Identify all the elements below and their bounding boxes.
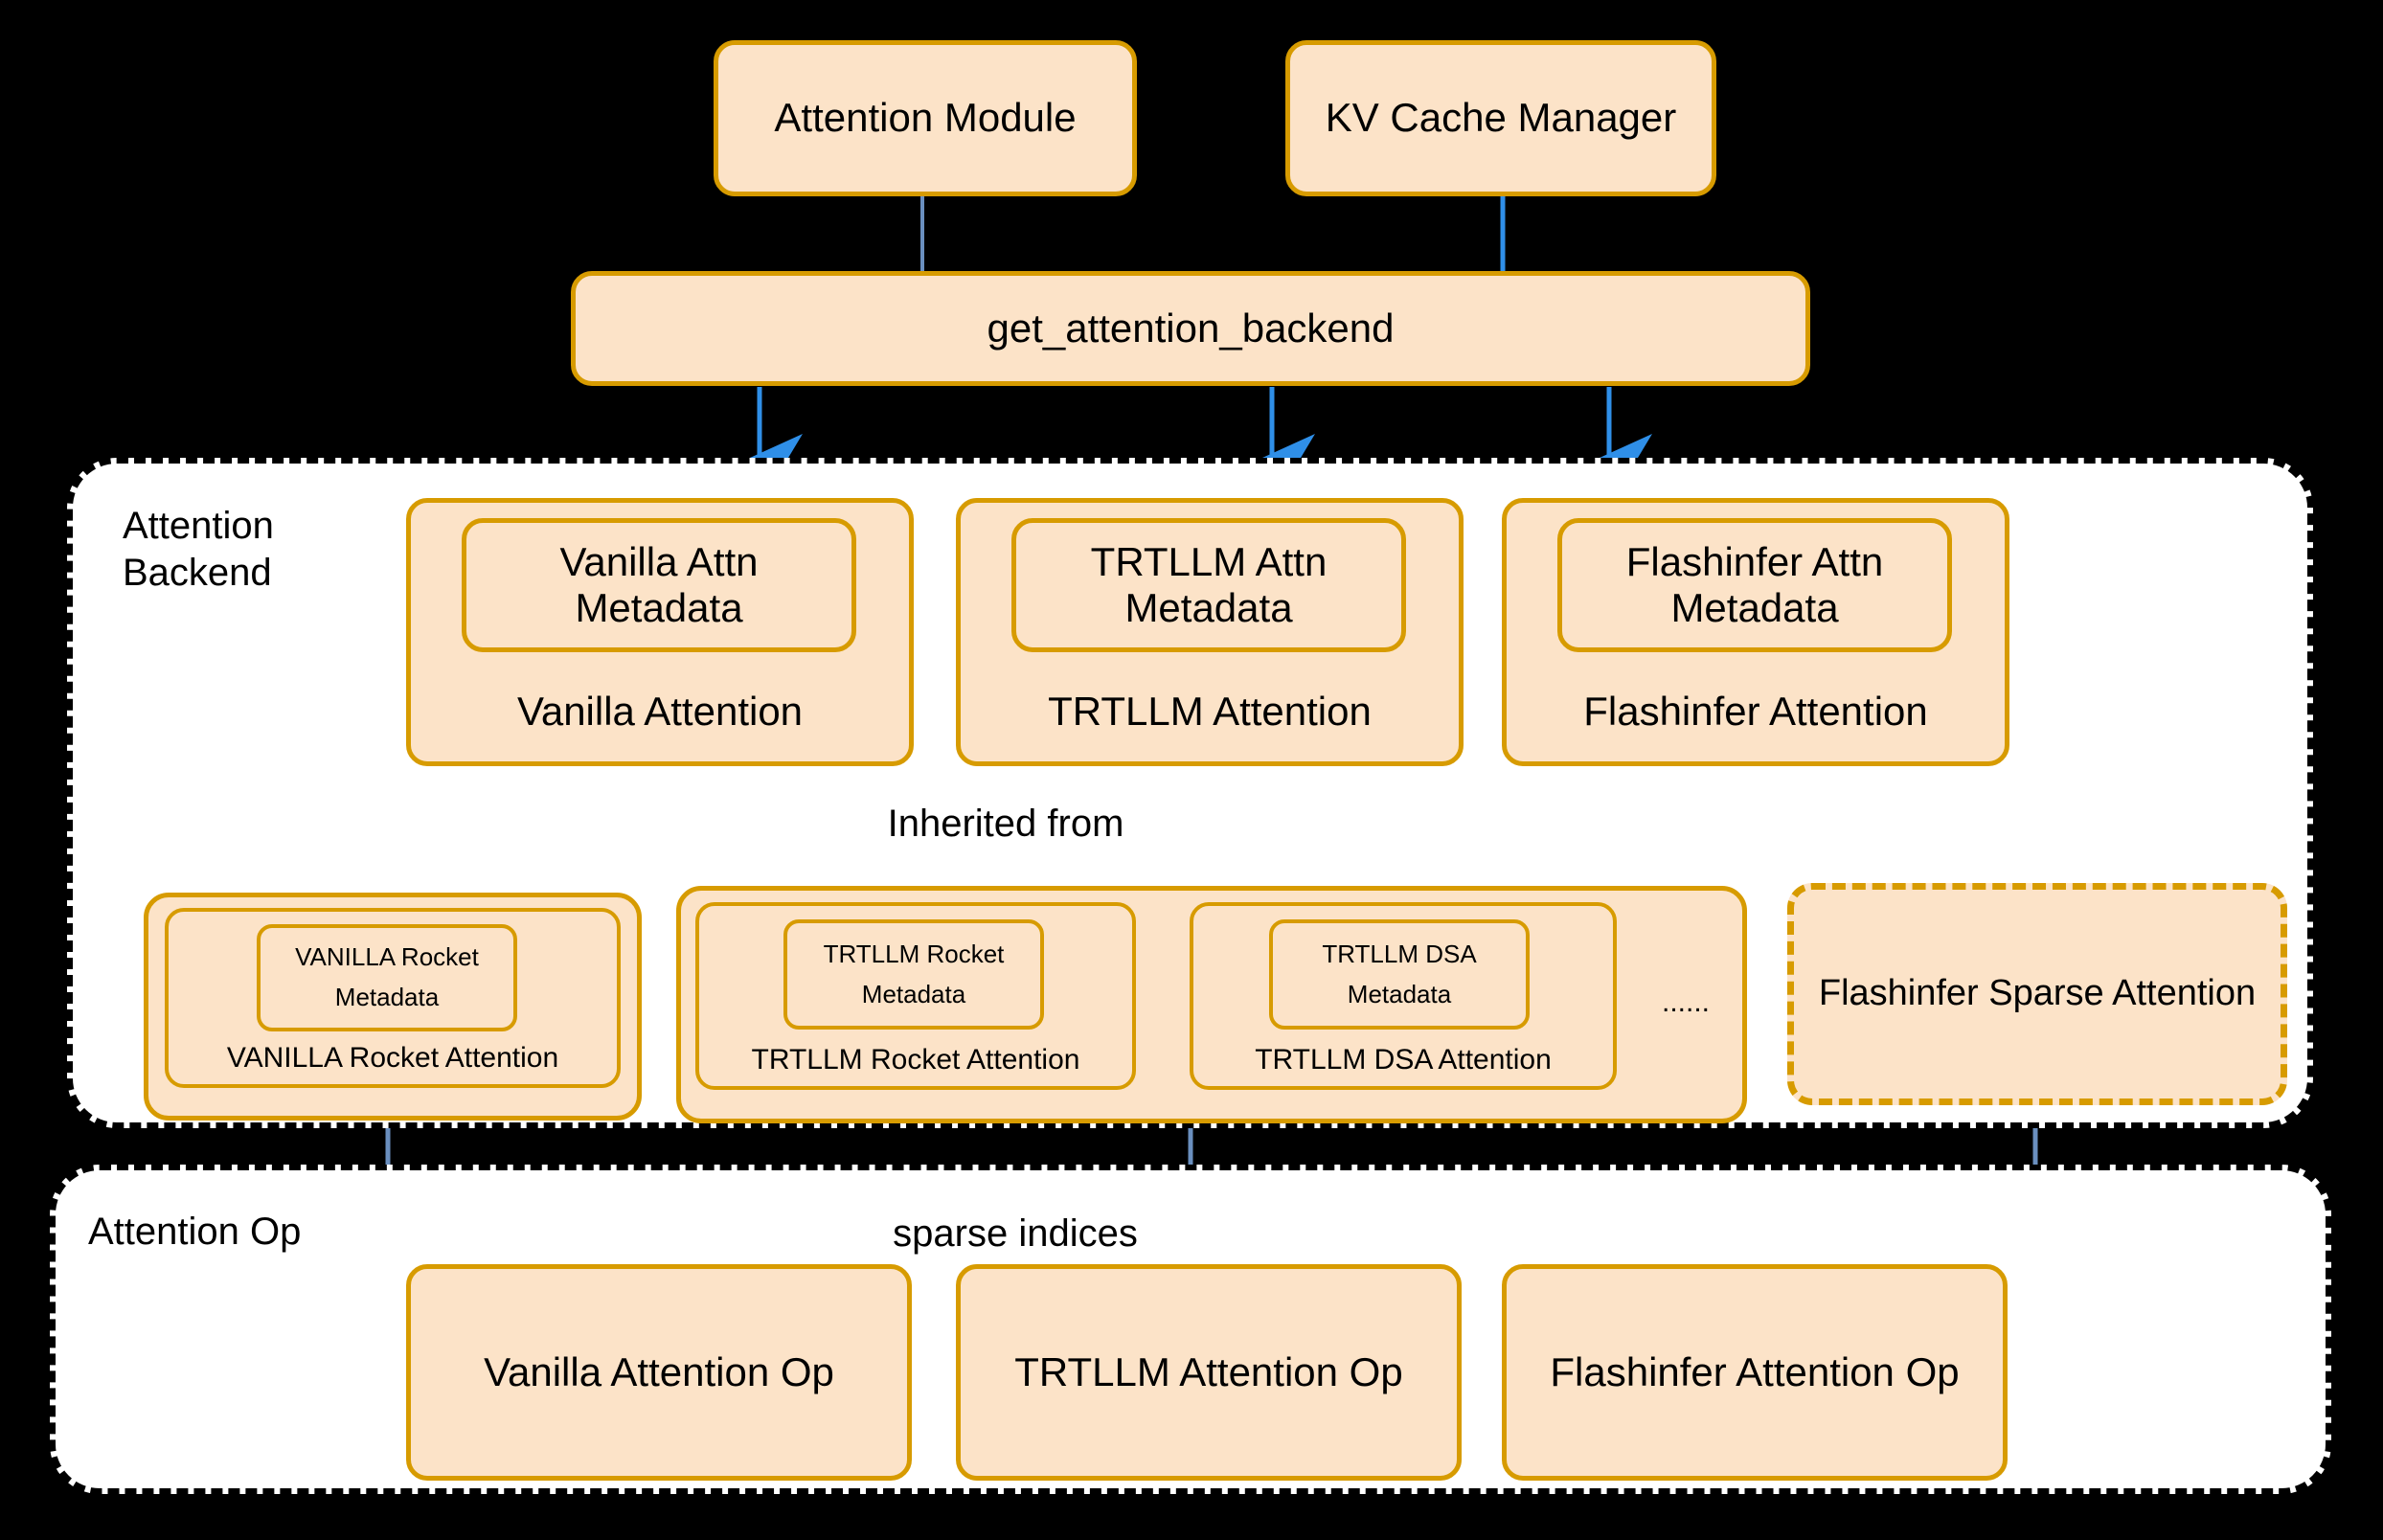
sparse-vanilla-rocket-name: VANILLA Rocket Attention: [226, 1041, 559, 1074]
metadata-node-vanilla[interactable]: Vanilla Attn Metadata: [462, 518, 856, 652]
attention-backend-section-label: Attention Backend: [123, 505, 274, 594]
sparse-trtllm-rocket-name: TRTLLM Rocket Attention: [751, 1043, 1080, 1076]
attention-module-node[interactable]: Attention Module: [714, 40, 1137, 196]
backend-vanilla-name: Vanilla Attention: [516, 688, 804, 734]
op-trtllm-label: TRTLLM Attention Op: [1014, 1348, 1403, 1394]
flashinfer-sparse-attention-node[interactable]: Flashinfer Sparse Attention: [1787, 883, 2287, 1105]
sparse-trtllm-dsa-metadata: TRTLLM DSA Metadata: [1322, 939, 1477, 1008]
op-node-flashinfer[interactable]: Flashinfer Attention Op: [1502, 1264, 2008, 1481]
metadata-node-trtllm[interactable]: TRTLLM Attn Metadata: [1011, 518, 1406, 652]
backend-trtllm-name: TRTLLM Attention: [1048, 688, 1372, 734]
sparse-trtllm-rocket-metadata: TRTLLM Rocket Metadata: [823, 939, 1005, 1008]
sparse-metadata-trtllm-dsa[interactable]: TRTLLM DSA Metadata: [1269, 919, 1530, 1030]
sparse-group-trtllm-ellipsis: ......: [1661, 986, 1710, 1018]
metadata-flashinfer-label: Flashinfer Attn Metadata: [1625, 538, 1884, 630]
sparse-indices-label: sparse indices: [893, 1212, 1138, 1255]
sparse-metadata-trtllm-rocket[interactable]: TRTLLM Rocket Metadata: [783, 919, 1044, 1030]
metadata-node-flashinfer[interactable]: Flashinfer Attn Metadata: [1557, 518, 1952, 652]
get-attention-backend-node[interactable]: get_attention_backend: [571, 271, 1810, 386]
metadata-trtllm-label: TRTLLM Attn Metadata: [1090, 538, 1328, 630]
inherited-from-label: Inherited from: [887, 803, 1124, 845]
op-flashinfer-label: Flashinfer Attention Op: [1550, 1348, 1960, 1394]
attention-module-label: Attention Module: [774, 95, 1077, 141]
op-node-trtllm[interactable]: TRTLLM Attention Op: [956, 1264, 1462, 1481]
kv-cache-manager-label: KV Cache Manager: [1325, 95, 1677, 141]
sparse-trtllm-dsa-name: TRTLLM DSA Attention: [1255, 1043, 1552, 1076]
kv-cache-manager-node[interactable]: KV Cache Manager: [1285, 40, 1716, 196]
metadata-vanilla-label: Vanilla Attn Metadata: [559, 538, 759, 630]
get-attention-backend-label: get_attention_backend: [987, 305, 1395, 351]
op-vanilla-label: Vanilla Attention Op: [484, 1348, 834, 1394]
backend-flashinfer-name: Flashinfer Attention: [1583, 688, 1928, 734]
sparse-vanilla-rocket-metadata: VANILLA Rocket Metadata: [295, 942, 479, 1011]
sparse-metadata-vanilla-rocket[interactable]: VANILLA Rocket Metadata: [257, 924, 517, 1031]
attention-op-section-label: Attention Op: [88, 1211, 302, 1253]
op-node-vanilla[interactable]: Vanilla Attention Op: [406, 1264, 912, 1481]
flashinfer-sparse-attention-label: Flashinfer Sparse Attention: [1818, 973, 2257, 1014]
